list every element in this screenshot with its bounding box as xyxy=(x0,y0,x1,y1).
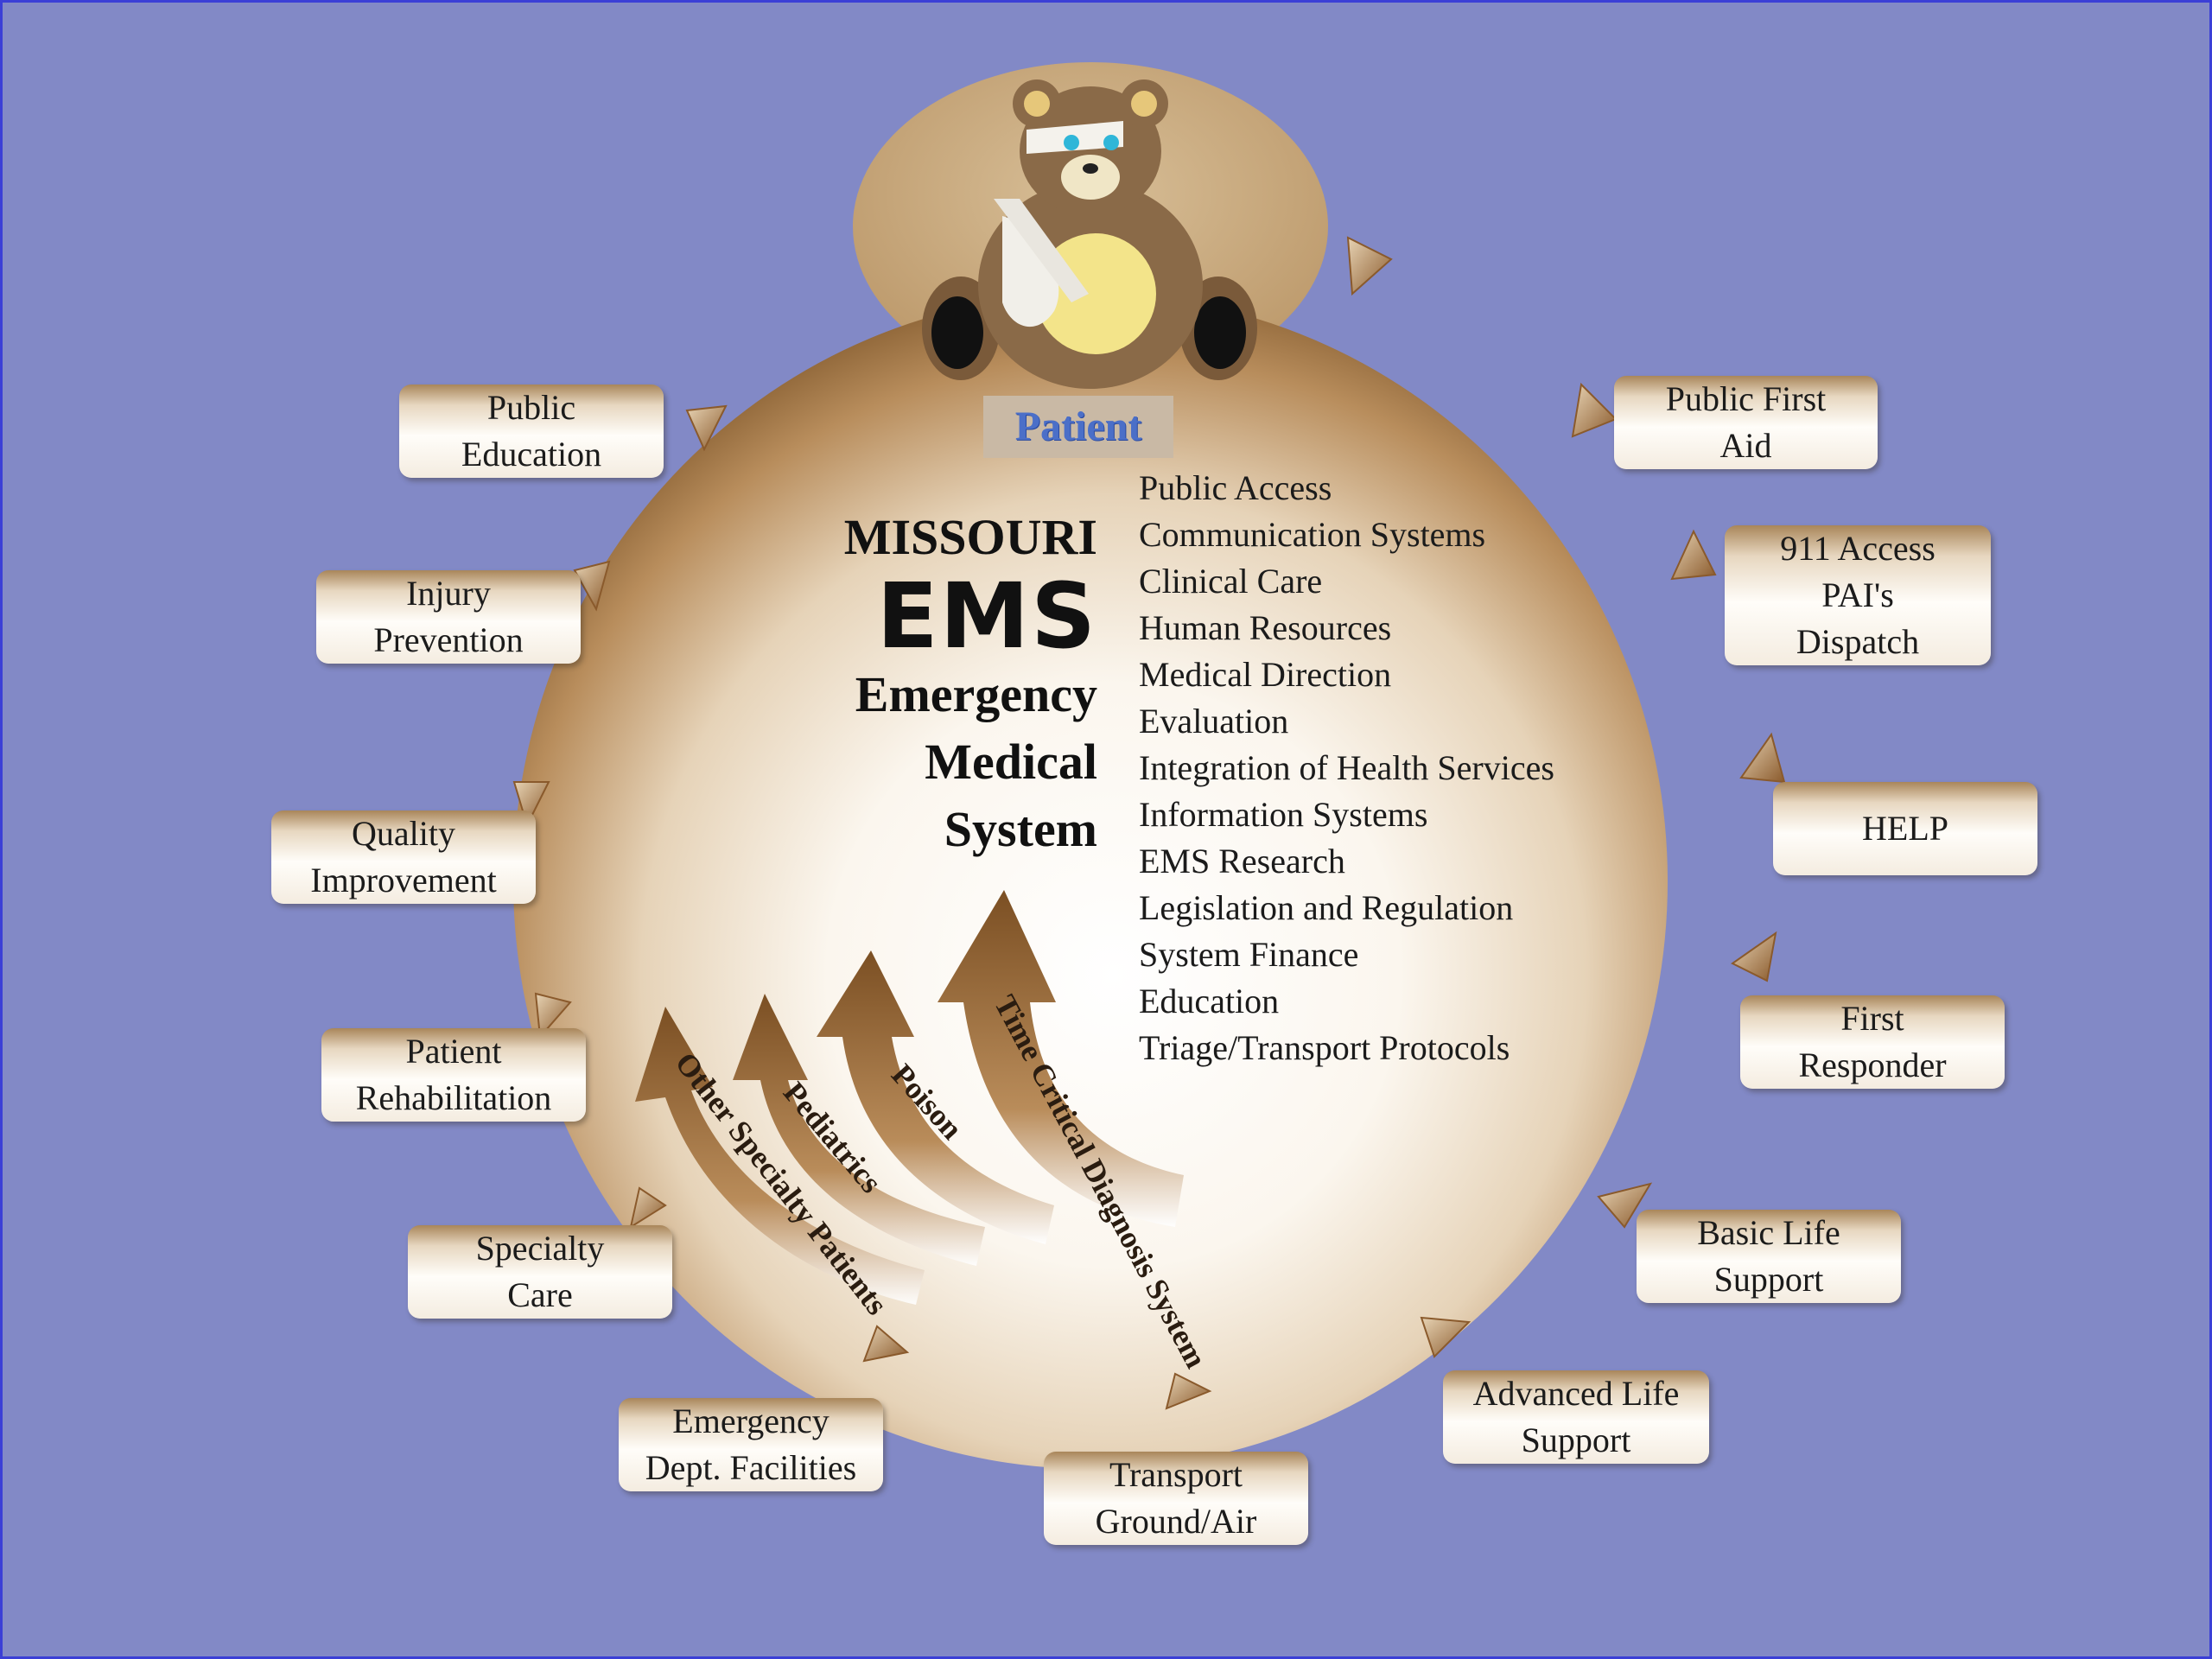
ems-components-list: Public Access Communication Systems Clin… xyxy=(1139,465,1554,1071)
title-emergency: Emergency xyxy=(855,666,1097,722)
arrow-band-time-critical xyxy=(938,890,1184,1227)
box-public-education: Public Education xyxy=(399,385,664,478)
component-item: Communication Systems xyxy=(1139,515,1486,554)
cycle-arrow xyxy=(1346,236,1393,296)
arrow-band-other xyxy=(635,1007,925,1305)
box-emergency-dept: Emergency Dept. Facilities xyxy=(619,1398,883,1491)
box-injury-prevention: Injury Prevention xyxy=(316,570,581,664)
component-item: Triage/Transport Protocols xyxy=(1139,1028,1510,1067)
title-ems: EMS xyxy=(876,563,1097,669)
cycle-arrow xyxy=(1571,382,1618,438)
cycle-arrow xyxy=(1670,529,1717,581)
component-item: Evaluation xyxy=(1139,702,1289,741)
component-item: Public Access xyxy=(1139,468,1332,507)
component-item: Clinical Care xyxy=(1139,562,1323,601)
cycle-arrow xyxy=(1739,732,1786,784)
box-transport: Transport Ground/Air xyxy=(1044,1452,1308,1545)
box-public-first-aid: Public First Aid xyxy=(1614,376,1878,469)
cycle-arrow xyxy=(1420,1316,1471,1358)
title-medical: Medical xyxy=(925,734,1097,790)
box-help: HELP xyxy=(1773,782,2037,875)
box-911-access: 911 Access PAI's Dispatch xyxy=(1725,525,1991,665)
cycle-arrows xyxy=(512,236,1786,1410)
box-first-responder: First Responder xyxy=(1740,995,2005,1089)
patient-label: Patient xyxy=(983,396,1173,458)
cycle-arrow xyxy=(629,1186,667,1230)
box-patient-rehabilitation: Patient Rehabilitation xyxy=(321,1028,586,1122)
component-item: Medical Direction xyxy=(1139,655,1392,694)
cycle-arrow xyxy=(534,992,572,1039)
component-item: Legislation and Regulation xyxy=(1139,888,1514,927)
teddy-bear-patient-icon xyxy=(922,79,1257,389)
title-system: System xyxy=(944,801,1097,857)
title-missouri: MISSOURI xyxy=(843,509,1097,565)
cycle-arrow xyxy=(1165,1372,1212,1410)
box-advanced-life-support: Advanced Life Support xyxy=(1443,1370,1709,1464)
box-specialty-care: Specialty Care xyxy=(408,1225,672,1319)
component-item: Human Resources xyxy=(1139,608,1392,647)
cycle-arrow xyxy=(1597,1182,1653,1229)
cycle-arrow xyxy=(862,1325,910,1363)
cycle-arrow xyxy=(573,560,611,612)
component-item: Integration of Health Services xyxy=(1139,748,1554,787)
box-quality-improvement: Quality Improvement xyxy=(271,810,536,904)
cycle-arrow xyxy=(685,404,728,452)
component-item: EMS Research xyxy=(1139,842,1345,880)
arrow-band-poison xyxy=(817,950,1054,1244)
arrow-band-pediatrics xyxy=(733,994,985,1266)
cycle-arrow xyxy=(512,781,550,828)
box-basic-life-support: Basic Life Support xyxy=(1637,1210,1901,1303)
component-item: Education xyxy=(1139,982,1280,1020)
component-item: Information Systems xyxy=(1139,795,1428,834)
component-item: System Finance xyxy=(1139,935,1359,974)
cycle-arrow xyxy=(1731,931,1777,982)
ems-sphere xyxy=(513,294,1668,1469)
